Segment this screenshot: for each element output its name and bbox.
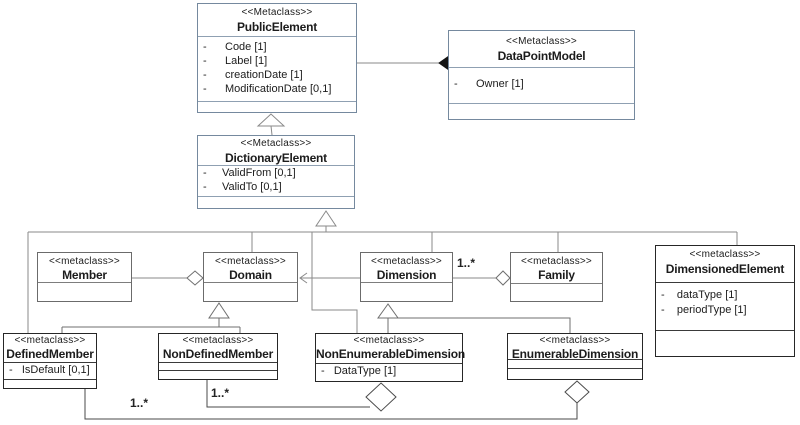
- compartment-divider: [204, 282, 297, 283]
- stereotype: <<metaclass>>: [689, 249, 761, 260]
- compartment-divider: [361, 282, 452, 283]
- attribute: - Label [1]: [203, 55, 268, 67]
- compartment-divider: [198, 36, 356, 37]
- class-name: Domain: [229, 268, 272, 282]
- class-nondefinedmember: <<metaclass>> NonDefinedMember: [158, 333, 278, 380]
- class-name: DefinedMember: [6, 347, 94, 361]
- generalization-line-dictionaryelement-publicelement: [270, 125, 273, 136]
- compartment-divider: [198, 101, 356, 102]
- compartment-divider: [508, 359, 642, 360]
- class-enumerabledimension: <<metaclass>> EnumerableDimension: [507, 333, 643, 380]
- attribute: - creationDate [1]: [203, 69, 303, 81]
- generalization-triangle-domain-icon: [208, 302, 230, 319]
- class-dimensionedelement: <<metaclass>> DimensionedElement - dataT…: [655, 245, 795, 357]
- aggregation-diamond-family-icon: [495, 270, 511, 286]
- class-name: EnumerableDimension: [511, 347, 639, 361]
- compartment-divider: [656, 282, 794, 283]
- stereotype: <<Metaclass>>: [241, 7, 313, 18]
- compartment-divider: [4, 379, 96, 380]
- multiplicity-definedmember: 1..*: [130, 396, 149, 410]
- compartment-divider: [159, 362, 277, 363]
- compartment-divider: [316, 363, 462, 364]
- compartment-divider: [4, 362, 96, 363]
- class-name: NonEnumerableDimension: [316, 347, 465, 361]
- stereotype: <<metaclass>>: [14, 335, 86, 346]
- compartment-divider: [38, 282, 131, 283]
- aggregation-diamond-nonenumerabledimension-icon: [365, 382, 397, 412]
- class-definedmember: <<metaclass>> DefinedMember - IsDefault …: [3, 333, 97, 389]
- class-name: DataPointModel: [497, 49, 586, 63]
- stereotype: <<Metaclass>>: [506, 36, 577, 47]
- class-family: <<metaclass>> Family: [510, 252, 603, 302]
- attribute: - ModificationDate [0,1]: [203, 83, 332, 95]
- attribute: - Code [1]: [203, 41, 267, 53]
- class-domain: <<metaclass>> Domain: [203, 252, 298, 302]
- class-nonenumerabledimension: <<metaclass>> NonEnumerableDimension - D…: [315, 333, 465, 382]
- class-name: PublicElement: [236, 20, 318, 34]
- generalization-triangle-dictionaryelement-icon: [315, 210, 337, 227]
- class-name: Dimension: [376, 268, 437, 282]
- stereotype: <<metaclass>>: [539, 335, 611, 346]
- class-member: <<metaclass>> Member: [37, 252, 132, 302]
- association-line-nonenumerabledimension-nondefinedmember: [206, 380, 370, 408]
- stereotype: <<metaclass>>: [49, 256, 120, 267]
- generalization-triangle-publicelement-icon: [256, 113, 286, 127]
- association-line-enumerabledimension-definedmember: [84, 389, 578, 420]
- class-name: Member: [62, 268, 107, 282]
- attribute: - ValidFrom [0,1]: [203, 167, 296, 179]
- compartment-divider: [656, 330, 794, 331]
- multiplicity-nondefinedmember: 1..*: [211, 386, 230, 400]
- compartment-divider: [449, 103, 634, 104]
- class-name: DimensionedElement: [665, 262, 785, 276]
- attribute: - ValidTo [0,1]: [203, 181, 282, 193]
- multiplicity-dimension-family: 1..*: [457, 256, 476, 270]
- compartment-divider: [159, 370, 277, 371]
- attribute: - DataType [1]: [321, 365, 397, 377]
- class-name: NonDefinedMember: [162, 347, 274, 361]
- stereotype: <<metaclass>>: [371, 256, 442, 267]
- open-arrowhead-icon: [299, 272, 308, 284]
- attribute: - Owner [1]: [454, 78, 524, 90]
- compartment-divider: [198, 165, 354, 166]
- class-dimension: <<metaclass>> Dimension: [360, 252, 453, 302]
- compartment-divider: [198, 196, 354, 197]
- aggregation-diamond-domain-icon: [186, 270, 204, 286]
- attribute: - IsDefault [0,1]: [9, 364, 90, 376]
- drop-nonenumerabledimension: [311, 232, 358, 333]
- compartment-divider: [449, 67, 634, 68]
- branch-enumerabledimension: [397, 317, 571, 333]
- generalization-triangle-dimension-icon: [377, 303, 399, 319]
- class-name: DictionaryElement: [225, 151, 327, 165]
- stereotype: <<metaclass>>: [182, 335, 254, 346]
- stereotype: <<Metaclass>>: [240, 138, 312, 149]
- attribute: - dataType [1]: [661, 289, 738, 301]
- compartment-divider: [508, 368, 642, 369]
- class-name: Family: [538, 268, 575, 282]
- attribute: - periodType [1]: [661, 304, 747, 316]
- class-publicelement: <<Metaclass>> PublicElement - Code [1] -…: [197, 3, 357, 113]
- stereotype: <<metaclass>>: [215, 256, 286, 267]
- class-datapointmodel: <<Metaclass>> DataPointModel - Owner [1]: [448, 30, 635, 120]
- stereotype: <<metaclass>>: [353, 335, 425, 346]
- stereotype: <<metaclass>>: [521, 256, 592, 267]
- aggregation-diamond-enumerabledimension-icon: [564, 380, 590, 404]
- class-dictionaryelement: <<Metaclass>> DictionaryElement - ValidF…: [197, 135, 355, 209]
- compartment-divider: [511, 283, 602, 284]
